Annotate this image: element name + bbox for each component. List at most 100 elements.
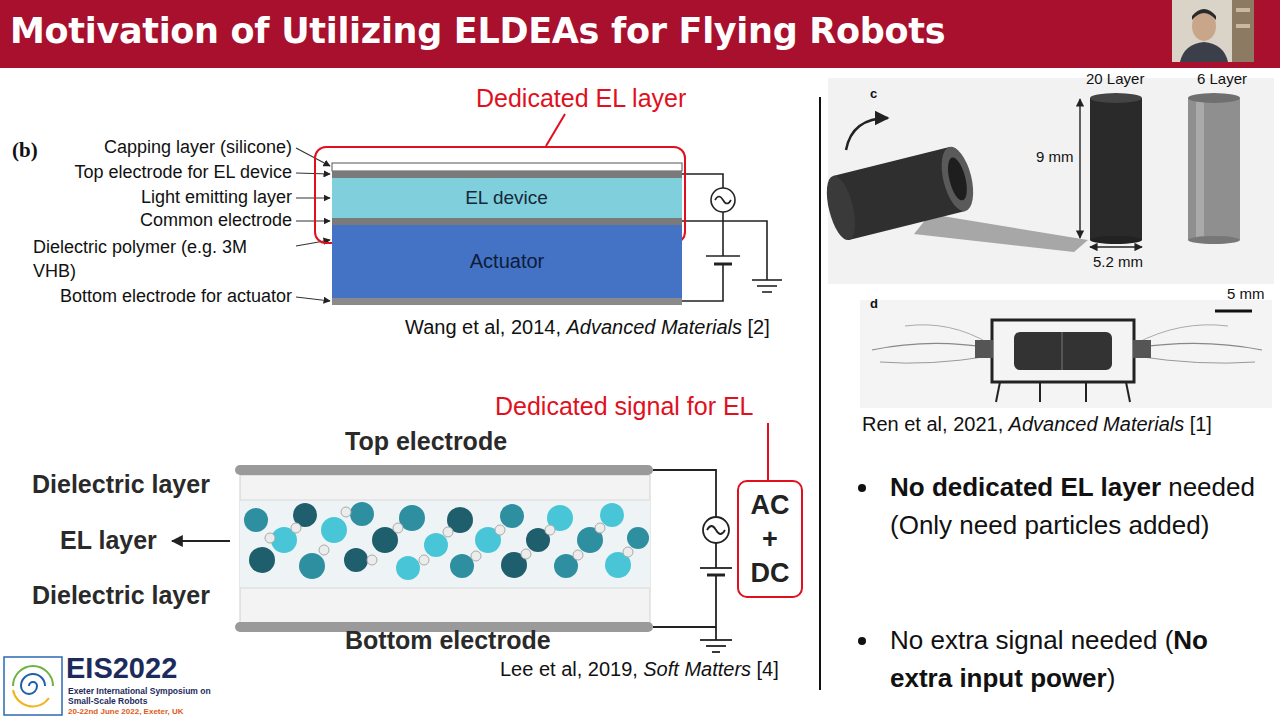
label-line: Capping layer (silicone): [20, 137, 292, 158]
el-sandwich: [240, 500, 650, 501]
layer-band: Actuator: [332, 225, 682, 298]
webcam-thumbnail: [1236, 8, 1250, 12]
particle-cluster: [424, 533, 448, 557]
particle-cluster: [291, 523, 301, 533]
panel-letter: c: [870, 86, 877, 101]
label-line: Bottom electrode for actuator: [20, 286, 292, 307]
particle-cluster: [244, 502, 649, 580]
particle-cluster: [265, 533, 275, 543]
particle-cluster: [321, 517, 347, 543]
part-name: Light emitting layer: [141, 187, 292, 207]
logo-text: 20-22nd June 2022, Exeter, UK: [68, 707, 184, 716]
particle-cluster: [495, 525, 505, 535]
webcam-thumbnail: [1172, 0, 1254, 62]
particle-cluster: [341, 507, 351, 517]
particle-cluster: [396, 556, 420, 580]
label-line: 6 Layer: [1197, 70, 1247, 87]
label-line: 5.2 mm: [1093, 253, 1143, 270]
photo-rolled-actuators: [1188, 98, 1240, 240]
conference-logo: [13, 666, 53, 686]
photo-rolled-actuators: [1090, 98, 1142, 240]
photo-rolled-actuators: [914, 214, 1088, 252]
circuit-wires: [682, 174, 782, 301]
particle-cluster: [244, 508, 268, 532]
photo-flying-robot: [872, 343, 990, 350]
conference-logo: [13, 690, 49, 706]
photo-flying-robot: [992, 320, 1134, 382]
circuit-wires: [723, 221, 767, 280]
signal-circuit: [653, 470, 716, 517]
particle-cluster: [393, 523, 403, 533]
label-line: Lee et al, 2019,Soft Matters[4]: [500, 658, 779, 681]
panel-letter: d: [870, 296, 878, 311]
label-line: 5 mm: [1227, 285, 1265, 302]
layer-band: EL device: [332, 178, 682, 218]
label-line: d: [870, 296, 878, 311]
photo-rolled-actuators: [821, 173, 860, 243]
particle-cluster: [249, 547, 275, 573]
callout-leader: [767, 423, 769, 480]
circuit-wires: [722, 212, 724, 256]
leader-arrows: [296, 220, 330, 221]
photo-flying-robot: [1039, 382, 1041, 402]
label-line: Dielectric layer: [32, 470, 210, 499]
callout-heading: Dedicated EL layer: [476, 84, 686, 113]
citation-number: [1]: [1190, 413, 1212, 435]
leader-arrows: [296, 148, 330, 301]
signal-circuit: [653, 626, 716, 628]
citation: Ren et al, 2021,: [862, 413, 1003, 435]
photo-flying-robot: [996, 382, 1000, 402]
signal-circuit: [700, 639, 732, 641]
webcam-thumbnail: [1232, 0, 1254, 62]
part-name: Capping layer (silicone): [104, 137, 292, 157]
scale-bar-label: 5 mm: [1227, 285, 1265, 302]
el-layer-pointer: [172, 540, 230, 542]
citation-number: [4]: [756, 658, 778, 680]
leader-arrows: [296, 173, 330, 174]
el-sandwich: [240, 588, 650, 589]
photo-rolled-actuators: [1079, 99, 1080, 238]
signal-type: AC + DC: [748, 488, 792, 590]
photo-rolled-actuators: [821, 144, 979, 243]
label-line: c: [870, 86, 877, 101]
particle-cluster: [600, 503, 624, 527]
photo-flying-robot: [1014, 332, 1112, 370]
particle-cluster: [595, 523, 605, 533]
label-line: Wang et al, 2014,Advanced Materials[2]: [405, 316, 770, 339]
particle-cluster: [627, 527, 649, 549]
conference-logo: [4, 657, 62, 715]
citation-journal: Advanced Materials: [566, 316, 742, 338]
bullet-text: ): [1107, 663, 1116, 693]
layer-stack: [332, 163, 682, 171]
panel-letter: (b): [12, 138, 38, 162]
part-name: Dielectric layer: [32, 581, 210, 609]
citation-journal: Soft Matters: [643, 658, 751, 680]
signal-circuit: [703, 517, 729, 543]
column-divider: [819, 97, 821, 690]
el-sandwich: [240, 475, 650, 625]
conference-logo: [4, 657, 62, 715]
title-band: [0, 0, 1280, 68]
photo-rolled-actuators: [1090, 246, 1142, 247]
part-name: Top electrode: [345, 427, 507, 455]
label-line: Exeter International Symposium on Small-…: [68, 686, 218, 706]
signal-circuit: [706, 645, 726, 647]
particle-cluster: [500, 504, 524, 528]
logo-text: Exeter International Symposium on Small-…: [68, 686, 211, 706]
label-line: No dedicated EL layerneeded (Only need p…: [890, 468, 1265, 544]
photo-flying-robot: [1215, 310, 1252, 313]
label-line: EL layer: [60, 526, 157, 555]
dimension: 5.2 mm: [1093, 253, 1143, 270]
sample-label: 20 Layer: [1086, 70, 1144, 87]
citation-journal: Advanced Materials: [1009, 413, 1185, 435]
photo-rolled-actuators: [1090, 93, 1142, 103]
photo-flying-robot: [1061, 332, 1063, 370]
circuit-wires: [682, 264, 723, 301]
photo-rolled-actuators: [944, 156, 970, 203]
particle-cluster: [367, 555, 377, 565]
label-line: Top electrode: [345, 427, 507, 456]
photo-rolled-actuators: [1196, 98, 1204, 240]
signal-circuit: [712, 651, 720, 653]
label-line: 20-22nd June 2022, Exeter, UK: [68, 707, 184, 716]
